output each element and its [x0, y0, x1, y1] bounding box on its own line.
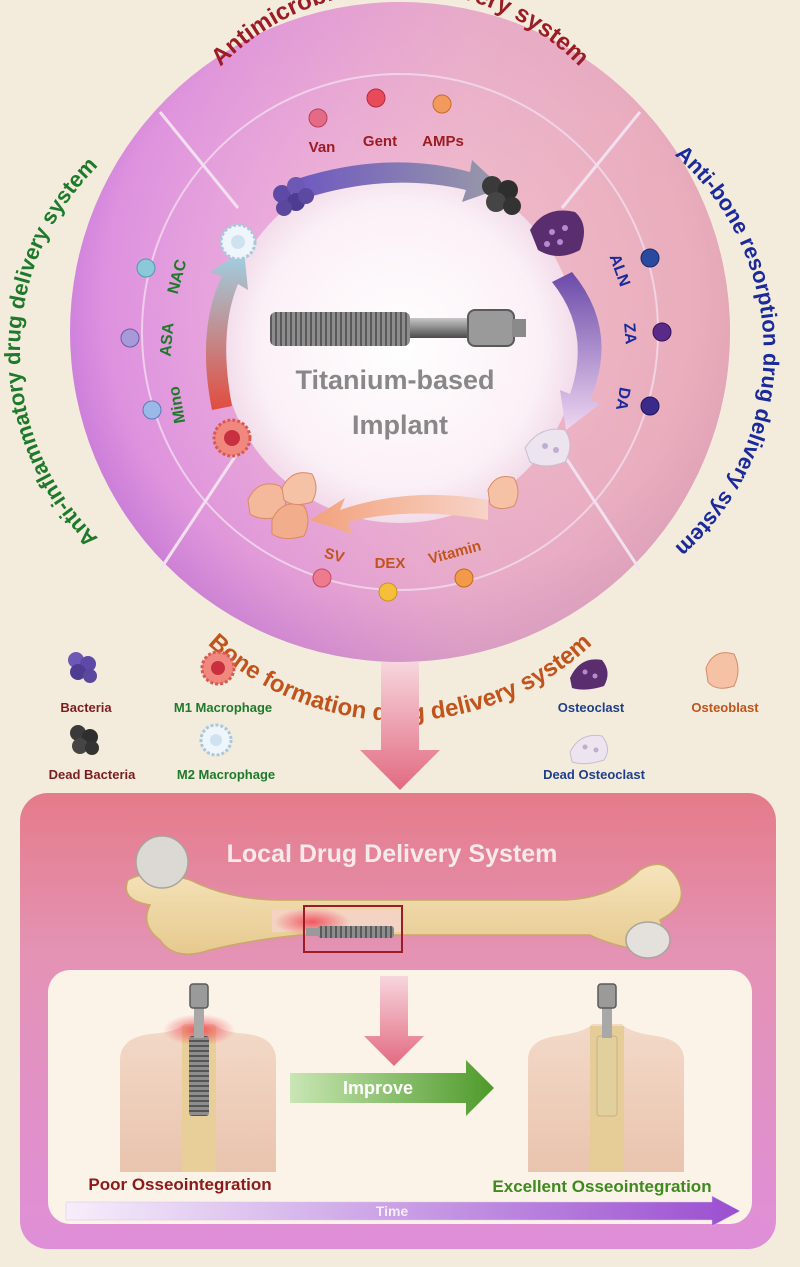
- implant-neck: [410, 318, 472, 338]
- divider-se: [560, 451, 642, 571]
- dead-osteoclast-icon: [524, 428, 571, 467]
- femur-head: [135, 835, 189, 889]
- implant-head: [467, 309, 515, 347]
- osteoblast-cluster-icon: [247, 472, 317, 540]
- drug-label-van: Van: [309, 139, 336, 156]
- drug-label-da: DA: [612, 386, 633, 412]
- divider-sw: [158, 451, 240, 571]
- drug-ball-dex: [378, 582, 398, 602]
- bone-formation-arrow: [310, 494, 488, 534]
- legend-m1-icon: [200, 650, 236, 686]
- anti-inflammatory-arrow: [205, 250, 248, 410]
- femur-implant-neck: [306, 928, 320, 936]
- drug-label-amps: AMPs: [422, 133, 464, 150]
- osteoclast-icon: [530, 210, 584, 256]
- femur-implant-threads: [318, 926, 394, 938]
- legend-m1-label: M1 Macrophage: [174, 700, 272, 715]
- drug-label-dex: DEX: [375, 555, 406, 572]
- legend-m2-label: M2 Macrophage: [177, 767, 275, 782]
- divider-ne: [560, 111, 642, 209]
- drug-ball-aln: [640, 248, 660, 268]
- drug-ball-sv: [312, 568, 332, 588]
- time-label: Time: [376, 1203, 409, 1219]
- improve-arrow: [290, 1060, 494, 1116]
- femur-highlight-box: [303, 905, 403, 953]
- divider-nw: [158, 111, 240, 209]
- excellent-implant-integrated: [596, 1035, 618, 1117]
- legend-osteoblast-label: Osteoblast: [691, 700, 759, 715]
- antimicrobial-arrow: [300, 160, 502, 202]
- implant-tip: [512, 319, 526, 337]
- drug-ball-mino: [142, 400, 162, 420]
- legend-dead-osteoclast-label: Dead Osteoclast: [543, 767, 646, 782]
- improve-label: Improve: [343, 1078, 413, 1098]
- legend-osteoclast-icon: [570, 659, 608, 690]
- flow-down-arrow: [360, 662, 440, 790]
- legend: Bacteria Dead Bacteria M1 Macrophage M2 …: [49, 650, 759, 782]
- legend-dead-bacteria-label: Dead Bacteria: [49, 767, 136, 782]
- bacteria-cluster-icon: [273, 177, 314, 216]
- legend-bacteria-icon: [68, 652, 97, 683]
- legend-dead-bacteria-icon: [70, 725, 99, 755]
- center-title-line1: Titanium-based: [295, 365, 494, 395]
- poor-osseointegration-label: Poor Osseointegration: [88, 1175, 271, 1194]
- drug-ball-amps: [432, 94, 452, 114]
- dead-bacteria-cluster-icon: [482, 176, 521, 215]
- drug-ball-asa: [120, 328, 140, 348]
- legend-bacteria-label: Bacteria: [60, 700, 112, 715]
- center-title-line2: Implant: [352, 410, 448, 440]
- drug-ball-gent: [366, 88, 386, 108]
- legend-dead-osteoclast-icon: [569, 734, 608, 765]
- excellent-implant-neck: [602, 1006, 612, 1038]
- anti-bone-arrow: [552, 272, 602, 430]
- anti-inflammatory-sector: NAC ASA Mino: [120, 223, 257, 458]
- drug-ball-nac: [136, 258, 156, 278]
- antimicrobial-sector: Van Gent AMPs: [273, 88, 521, 216]
- titanium-implant: [270, 309, 526, 347]
- drug-label-gent: Gent: [363, 133, 397, 150]
- poor-implant-head: [189, 983, 209, 1009]
- drug-ball-za: [652, 322, 672, 342]
- drug-ball-da: [640, 396, 660, 416]
- poor-osseointegration-illustration: [120, 983, 276, 1172]
- m2-macrophage-icon: [219, 223, 257, 261]
- legend-m2-icon: [199, 723, 233, 757]
- drug-ball-vitamin: [454, 568, 474, 588]
- drug-label-asa: ASA: [158, 322, 178, 358]
- drug-delivery-wheel: Antimicrobial drug delivery system Anti-…: [0, 0, 784, 727]
- panel-title: Local Drug Delivery System: [227, 840, 558, 868]
- femur-bone: [125, 835, 683, 959]
- drug-label-mino: Mino: [166, 385, 189, 425]
- poor-implant-threads: [189, 1036, 209, 1116]
- local-drug-delivery-panel: Local Drug Delivery System Improve: [20, 793, 776, 1249]
- excellent-osseointegration-label: Excellent Osseointegration: [492, 1177, 711, 1196]
- femur-condyle: [625, 921, 671, 959]
- time-arrow: [65, 1195, 741, 1227]
- excellent-implant-head: [597, 983, 617, 1009]
- osteoblast-single-icon: [487, 476, 519, 510]
- legend-osteoblast-icon: [705, 652, 739, 689]
- legend-osteoclast-label: Osteoclast: [558, 700, 625, 715]
- poor-implant-neck: [194, 1006, 204, 1038]
- m1-macrophage-icon: [212, 418, 252, 458]
- excellent-osseointegration-illustration: [528, 983, 684, 1172]
- drug-label-za: ZA: [620, 322, 639, 345]
- implant-threaded-body: [270, 312, 410, 346]
- drug-label-sv: SV: [322, 545, 346, 567]
- small-down-arrow: [364, 976, 424, 1066]
- drug-ball-van: [308, 108, 328, 128]
